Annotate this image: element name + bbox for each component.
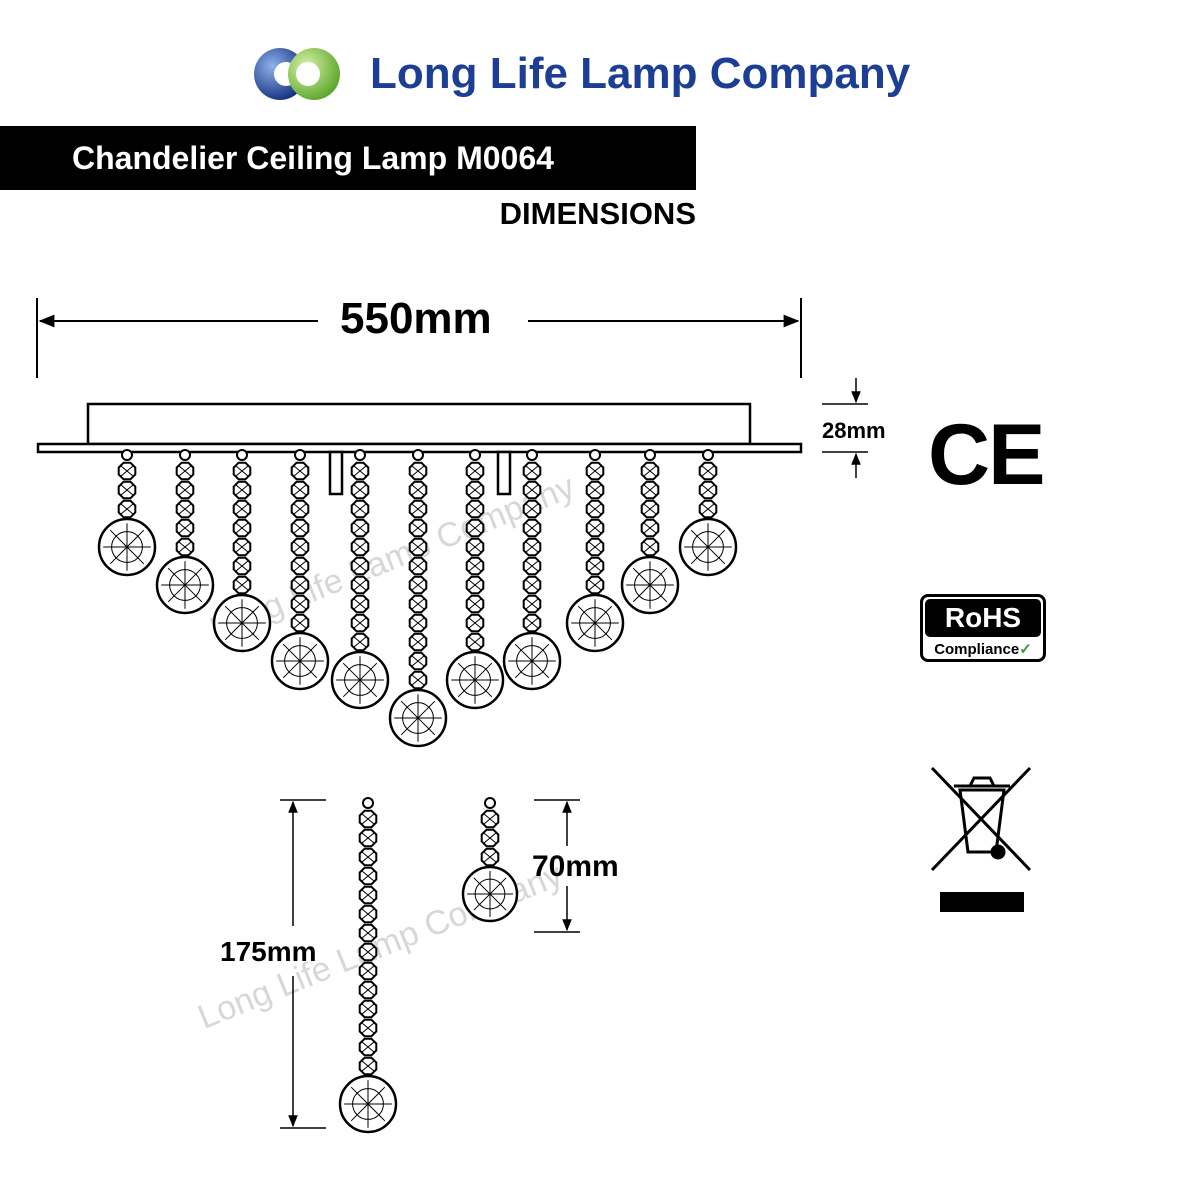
lamp-canopy — [36, 402, 803, 496]
rohs-badge: RoHS Compliance✓ — [920, 594, 1046, 662]
width-label: 550mm — [340, 294, 492, 343]
crystal-strand — [461, 797, 519, 923]
crystal-strand — [678, 449, 738, 577]
ce-mark: CE — [928, 407, 1045, 503]
crystal-strand — [212, 449, 272, 653]
crystal-strand — [445, 449, 505, 710]
brand-name: Long Life Lamp Company — [370, 49, 911, 98]
crystal-strand — [502, 449, 562, 691]
crystal-strand — [330, 449, 390, 710]
brand-logo-icon — [254, 48, 340, 100]
crossed-out-wheelie-bin-icon — [930, 766, 1032, 912]
rohs-label: RoHS — [925, 599, 1041, 637]
short-drop-label: 70mm — [532, 850, 619, 883]
product-title-bar: Chandelier Ceiling Lamp M0064 — [0, 126, 696, 190]
crystal-strand — [620, 449, 680, 615]
crystal-strand — [388, 449, 448, 748]
section-heading: DIMENSIONS — [499, 196, 696, 231]
brand-header: Long Life Lamp Company — [250, 42, 970, 106]
rohs-sub-label: Compliance — [934, 641, 1020, 658]
crystal-strand — [155, 449, 215, 615]
checkmark-icon: ✓ — [1019, 641, 1032, 658]
long-drop-dimension — [280, 799, 326, 1129]
product-title: Chandelier Ceiling Lamp M0064 — [72, 139, 554, 176]
canopy-height-label: 28mm — [822, 418, 886, 443]
crystal-strand — [338, 797, 398, 1134]
crystal-strands — [97, 449, 738, 1134]
short-drop-dimension — [534, 799, 580, 933]
crystal-strand — [270, 449, 330, 691]
crystal-strand — [565, 449, 625, 653]
crystal-strand — [97, 449, 157, 577]
width-dimension-line — [36, 298, 802, 378]
long-drop-label: 175mm — [220, 936, 317, 967]
canopy-height-dimension — [822, 378, 868, 478]
